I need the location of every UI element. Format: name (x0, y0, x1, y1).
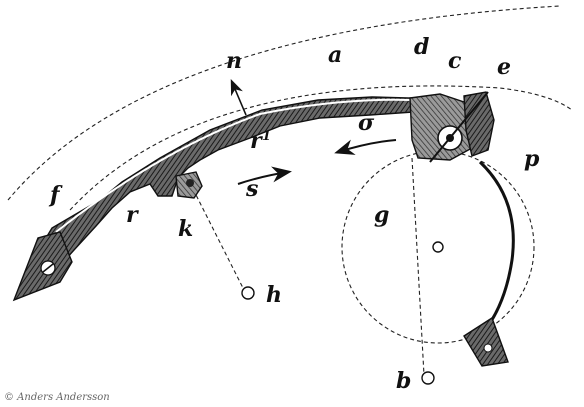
lever-arm (39, 96, 415, 269)
spring-foot-screw (483, 343, 493, 353)
label-b: b (396, 368, 411, 394)
label-sigma: σ (358, 110, 375, 136)
pivot-b (421, 371, 435, 385)
line-k-to-h (189, 182, 245, 291)
arrow-sigma (334, 139, 397, 155)
lever-highlight (55, 98, 411, 233)
pallet-k-pin (186, 179, 194, 187)
outer-dashed-arc (7, 5, 561, 201)
line-to-b (411, 157, 425, 376)
piece-e (463, 91, 495, 157)
label-a: a (328, 42, 342, 68)
label-c: c (448, 48, 462, 74)
tail-screw-slot (42, 263, 54, 273)
label-k: k (178, 216, 193, 242)
label-r: r (126, 202, 139, 228)
label-s: s (245, 176, 258, 202)
copyright-credit: © Anders Andersson (4, 392, 110, 403)
label-f: f (48, 182, 63, 208)
label-d: d (414, 34, 429, 60)
arrow-s (237, 166, 292, 185)
label-r1-superscript: 1 (262, 129, 271, 144)
pin-e (429, 91, 489, 163)
pivot-g-center (432, 241, 444, 253)
label-r1: r (250, 128, 263, 154)
spring-p (478, 160, 515, 327)
label-h: h (266, 282, 282, 308)
inner-dashed-arc (69, 85, 573, 211)
label-e: e (497, 54, 511, 80)
pivot-h (241, 286, 255, 300)
label-g: g (374, 202, 389, 228)
label-p: p (524, 146, 540, 172)
spring-foot (463, 316, 509, 367)
label-n: n (226, 48, 242, 74)
arrow-n (230, 79, 247, 116)
